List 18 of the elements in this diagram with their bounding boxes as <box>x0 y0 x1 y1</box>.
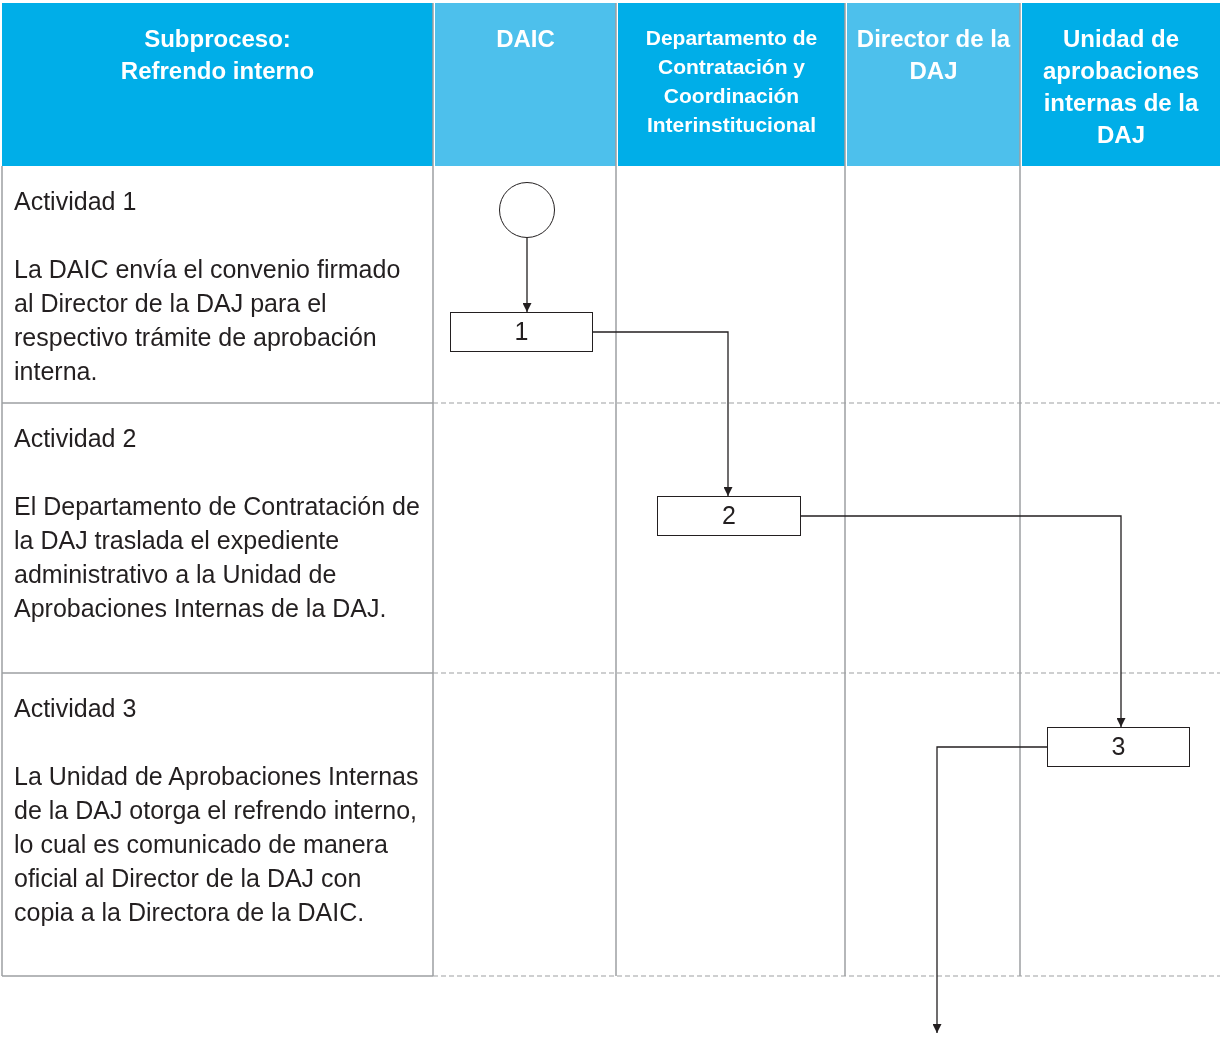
activity-title: Actividad 2 <box>14 423 138 454</box>
arrow <box>932 746 1048 1034</box>
header-cell: DAIC <box>435 3 616 166</box>
process-box: 1 <box>450 312 593 352</box>
activity-title: Actividad 3 <box>14 693 138 724</box>
activity-title: Actividad 1 <box>14 186 138 217</box>
activity-description: La DAIC envía el convenio firmado al Director de la DAJ para el respectivo trámite de aprobación interna. <box>14 254 402 387</box>
header-cell: Departamento de Contratación y Coordinación Interinstitucional <box>618 3 845 166</box>
header-cell: Unidad de aprobaciones internas de la DAJ <box>1022 3 1220 166</box>
activity-description: El Departamento de Contratación de la DAJ traslada el expediente administrativo a la Unidad de Aprobaciones Internas de la DAJ. <box>14 491 421 624</box>
header-cell: Director de la DAJ <box>847 3 1020 166</box>
arrow <box>522 237 532 313</box>
arrow <box>800 515 1126 728</box>
activity-description: La Unidad de Aprobaciones Internas de la DAJ otorga el refrendo interno, lo cual es comunicado de manera oficial al Director de la DAJ con copia a la Directora de la DAIC. <box>14 761 420 928</box>
process-box: 3 <box>1047 727 1190 767</box>
process-box: 2 <box>657 496 801 536</box>
header-cell: Subproceso: Refrendo interno <box>2 3 433 166</box>
arrow <box>592 331 733 497</box>
